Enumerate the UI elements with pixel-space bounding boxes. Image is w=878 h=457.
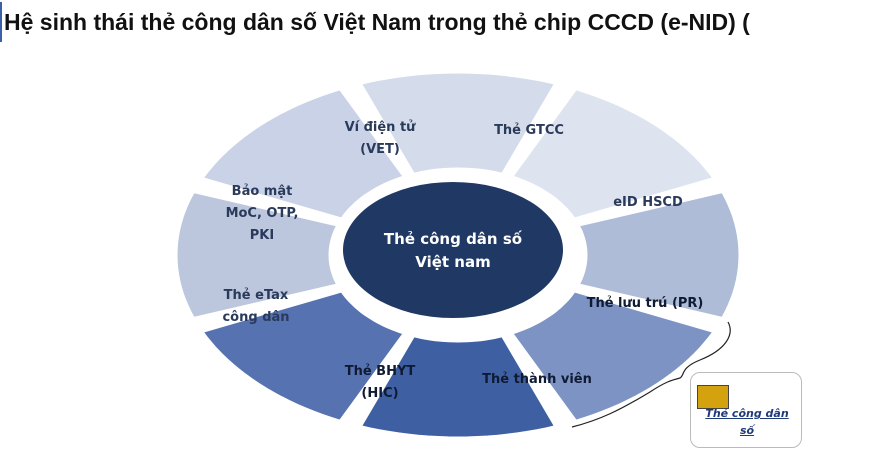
puzzle-segment [509,289,717,424]
segment-label: Thẻ thành viên [482,372,592,387]
page-title: Hệ sinh thái thẻ công dân số Việt Nam tr… [0,2,750,42]
segment-label: Thẻ BHYT [345,364,416,379]
center-label-line1: Thẻ công dân số [384,229,523,248]
segment-label: Bảo mật [232,184,293,199]
segment-label: eID HSCD [613,195,683,210]
segment-label: MoC, OTP, [226,206,299,221]
segment-label: Thẻ lưu trú (PR) [587,296,704,311]
segment-label: (VET) [360,142,400,157]
puzzle-segment [357,70,559,177]
segment-label: PKI [250,228,274,243]
puzzle-segment [199,86,407,221]
segment-label: (HIC) [361,386,398,401]
card-link[interactable]: Thẻ công dân số [705,407,789,437]
center-ellipse [343,182,563,318]
segment-label: Thẻ GTCC [494,123,564,138]
smart-chip-icon [697,385,729,409]
puzzle-segment [357,333,559,440]
puzzle-segment [199,289,407,424]
digital-citizen-card[interactable]: Thẻ công dân số [690,372,802,448]
puzzle-segment [174,189,341,321]
puzzle-segment [575,189,742,321]
segment-label: công dân [222,310,289,325]
segment-label: Ví điện tử [345,120,417,135]
puzzle-segment [509,86,717,221]
center-label-line2: Việt nam [415,253,490,271]
segment-label: Thẻ eTax [224,288,289,303]
curly-brace [571,321,731,428]
